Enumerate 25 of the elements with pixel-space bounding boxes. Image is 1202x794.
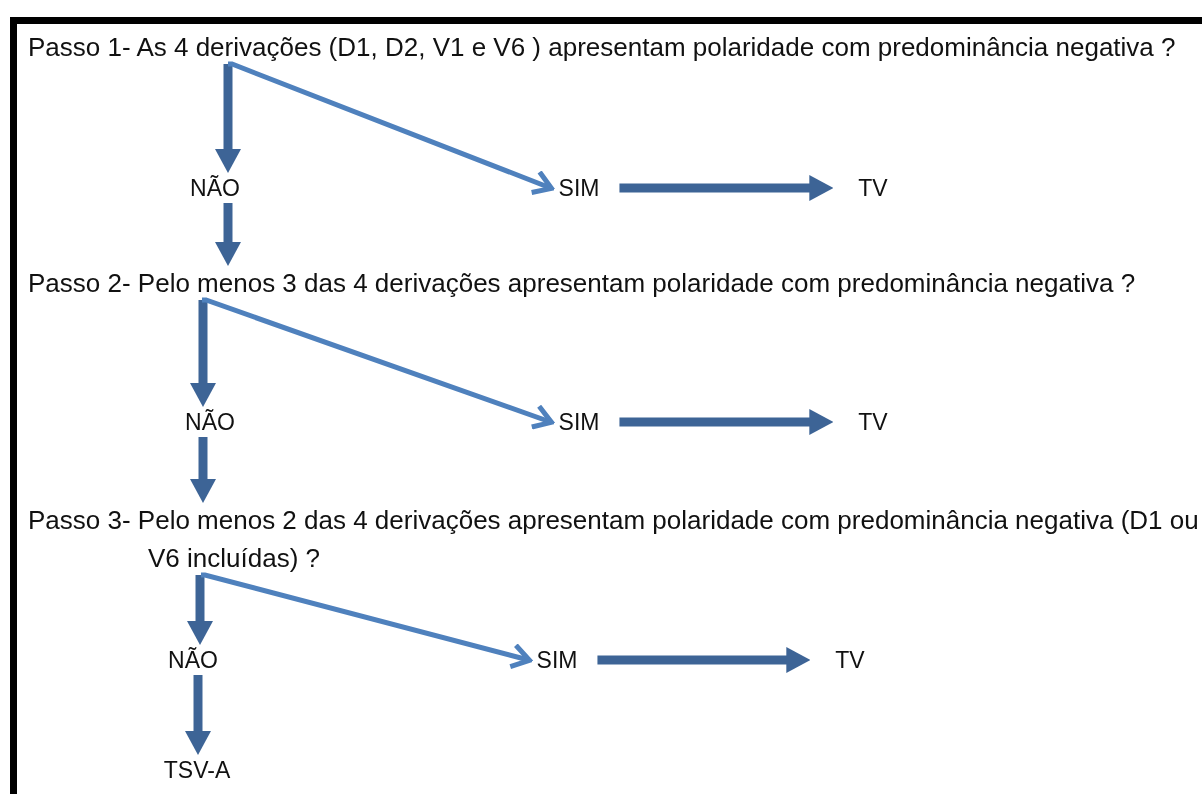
- question-text: Passo 1- As 4 derivações (D1, D2, V1 e V6 ) apresentam polaridade com predominância negativa ?: [28, 28, 1200, 66]
- arrow: [215, 64, 241, 173]
- answer-text: TV: [825, 642, 875, 679]
- answer-text: SIM: [545, 404, 613, 441]
- arrow: [190, 300, 216, 407]
- answer-text: SIM: [545, 170, 613, 207]
- answer-text: TSV-A: [155, 752, 239, 789]
- arrow: [202, 297, 554, 430]
- arrow: [597, 647, 811, 673]
- question-text: Passo 2- Pelo menos 3 das 4 derivações apresentam polaridade com predominância negativa ?: [28, 264, 1200, 302]
- answer-text: TV: [848, 404, 898, 441]
- arrow: [201, 572, 532, 670]
- answer-text: NÃO: [158, 642, 228, 679]
- question-text: Passo 3- Pelo menos 2 das 4 derivações apresentam polaridade com predominância negativa (D1 ou V6 incluídas) ?: [28, 501, 1200, 577]
- answer-text: NÃO: [180, 170, 250, 207]
- arrow: [187, 575, 213, 645]
- arrow: [619, 175, 834, 201]
- arrow: [215, 203, 241, 266]
- arrow: [619, 409, 834, 435]
- arrow: [185, 675, 211, 755]
- answer-text: SIM: [523, 642, 591, 679]
- answer-text: NÃO: [175, 404, 245, 441]
- arrow: [228, 61, 554, 195]
- arrow: [190, 437, 216, 503]
- answer-text: TV: [848, 170, 898, 207]
